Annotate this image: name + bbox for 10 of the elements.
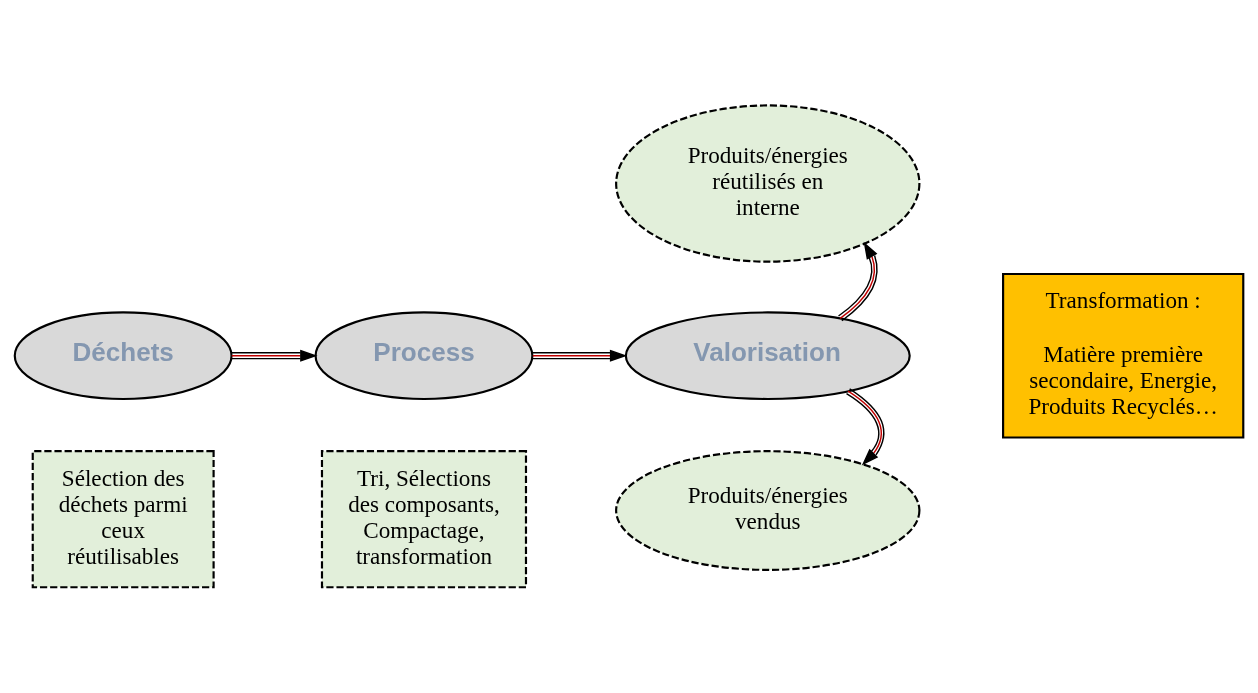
node-ellipse: Déchets [13, 311, 233, 401]
node-box: Sélection des déchets parmi ceux réutilisables [31, 450, 215, 589]
node-box: Tri, Sélections des composants, Compactage, transformation [320, 450, 528, 589]
node-ellipse: Process [314, 311, 534, 401]
arrow [845, 388, 885, 466]
arrow [532, 349, 628, 362]
node-box: Transformation : Matière première secondaire, Energie, Produits Recyclés… [1002, 272, 1245, 439]
node-ellipse: Valorisation [624, 311, 911, 401]
arrow [837, 241, 878, 322]
arrow [231, 349, 318, 362]
